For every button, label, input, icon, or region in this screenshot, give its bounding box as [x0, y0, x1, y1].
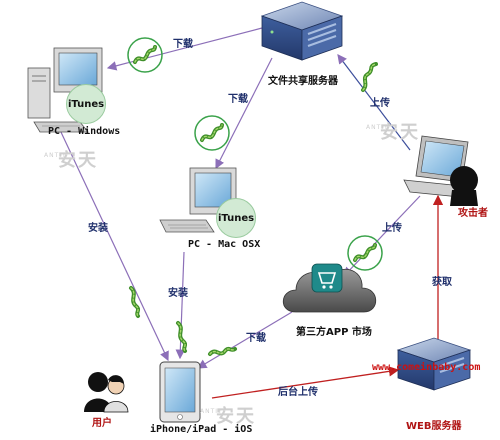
edge-attacker-to-market [343, 195, 421, 277]
worm-icon [361, 62, 378, 92]
worm-icon [208, 346, 237, 356]
edge-label-fetch: 获取 [432, 277, 452, 288]
pc-windows-label: PC - Windows [48, 126, 121, 137]
watermark-logo: 安天 [58, 150, 98, 171]
watermark-logo: 安天 [216, 406, 256, 427]
pc-mac-label: PC - Mac OSX [188, 239, 261, 250]
worm-icon [129, 286, 141, 318]
worm-icon [347, 235, 383, 271]
edge-label-background-upload: 后台上传 [278, 387, 318, 398]
edge-windows-to-device [59, 129, 169, 362]
worm-icon [127, 37, 163, 73]
edge-label-mac-install: 安装 [168, 288, 188, 299]
file-server-label: 文件共享服务器 [268, 76, 338, 87]
edge-market-to-device [196, 311, 293, 369]
worm-icon [194, 115, 230, 151]
watermark-sub: ANTIY [200, 408, 223, 415]
attacker-label: 攻击者 [458, 208, 488, 219]
edge-label-server-to-mac: 下载 [228, 94, 248, 105]
iphone-ipad-icon [159, 361, 201, 423]
web-server-icon [396, 337, 472, 391]
edge-server-to-mac [215, 57, 273, 170]
user-device-label: iPhone/iPad - iOS [150, 424, 253, 435]
watermark-logo: 安天 [380, 122, 420, 143]
web-server-label: WEB服务器 [406, 421, 462, 432]
user-people-icon [84, 372, 129, 413]
edge-label-windows-install: 安装 [88, 223, 108, 234]
itunes-badge-mac: iTunes [216, 198, 256, 238]
itunes-badge-windows: iTunes [66, 84, 106, 124]
app-market-cloud-icon [282, 263, 377, 313]
user-label: 用户 [92, 418, 112, 429]
attacker-silhouette-icon [450, 166, 478, 206]
third-party-market-label: 第三方APP 市场 [296, 327, 372, 338]
worm-icon [176, 321, 188, 353]
edge-attacker-to-server [337, 54, 411, 151]
file-server-icon [260, 1, 344, 61]
edge-label-server-to-windows: 下载 [173, 39, 193, 50]
watermark-sub: ANTIY [366, 124, 389, 131]
edge-device-to-webserver [211, 366, 400, 399]
edge-label-attacker-upload-market: 上传 [382, 223, 402, 234]
edges [59, 27, 444, 399]
edge-label-market-download: 下载 [246, 333, 266, 344]
watermark-sub: ANTIY [44, 152, 67, 159]
edge-label-attacker-upload-server: 上传 [370, 98, 390, 109]
web-server-url: www.comeinbaby.com [372, 362, 481, 373]
